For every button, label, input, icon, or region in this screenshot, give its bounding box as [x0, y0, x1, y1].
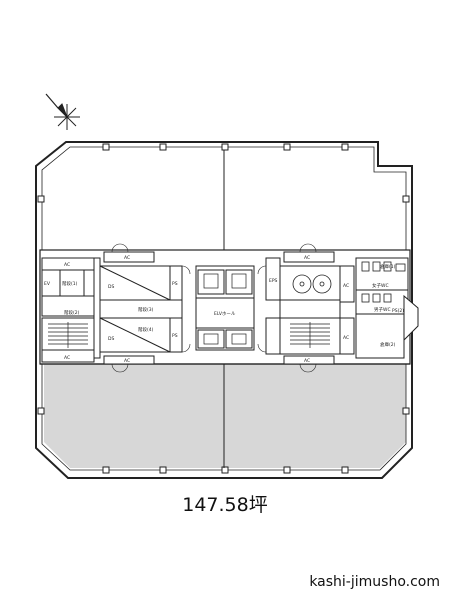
elevator-cars — [203, 273, 247, 345]
eps-label: EPS — [269, 278, 278, 284]
ac-label: AC — [64, 355, 70, 361]
ac-label: AC — [343, 335, 349, 341]
wc-m-label: 男子WC — [374, 306, 391, 313]
door-swings — [111, 243, 317, 373]
shaded-rental-area — [44, 364, 406, 468]
ac-label: AC — [304, 255, 310, 261]
ac-label: AC — [124, 358, 130, 364]
ac-label: AC — [343, 283, 349, 289]
structural-columns — [37, 143, 410, 474]
ac-label: AC — [64, 262, 70, 268]
stair-2-treads — [290, 322, 330, 348]
floor-area-label: 147.58坪 — [182, 494, 268, 516]
stair-4-label: 階段(4) — [138, 326, 154, 333]
ac-label: AC — [304, 358, 310, 364]
stair-1-label: 階段(1) — [62, 280, 78, 287]
ps-label: PS — [172, 281, 178, 287]
elevator-banks — [195, 265, 255, 351]
storage-1-label: 倉庫(1) — [380, 263, 396, 270]
site-watermark: kashi-jimusho.com — [309, 574, 440, 590]
toilet-fixtures — [361, 261, 406, 303]
north-arrow-icon — [45, 93, 80, 130]
east-bay — [403, 294, 419, 342]
room-labels: AC AC AC AC AC AC AC AC DS DS EPS PS PS … — [44, 255, 404, 364]
west-core — [41, 251, 183, 365]
ev-hall-label: ELVホール — [214, 311, 236, 317]
equipment-circles — [292, 274, 332, 294]
stair-3-label: 階段(3) — [138, 306, 154, 313]
ev-label: EV — [44, 281, 51, 287]
storage-2-label: 倉庫(2) — [380, 341, 396, 348]
outer-wall — [35, 141, 413, 479]
pipe-space-label: PS(2) — [392, 308, 404, 314]
ps-label: PS — [172, 333, 178, 339]
wc-f-label: 女子WC — [372, 282, 389, 289]
ac-label: AC — [124, 255, 130, 261]
stair-1-treads — [48, 322, 88, 348]
stair-2-label: 階段(2) — [64, 309, 80, 316]
ds-label: DS — [108, 284, 114, 290]
ds-label: DS — [108, 336, 114, 342]
